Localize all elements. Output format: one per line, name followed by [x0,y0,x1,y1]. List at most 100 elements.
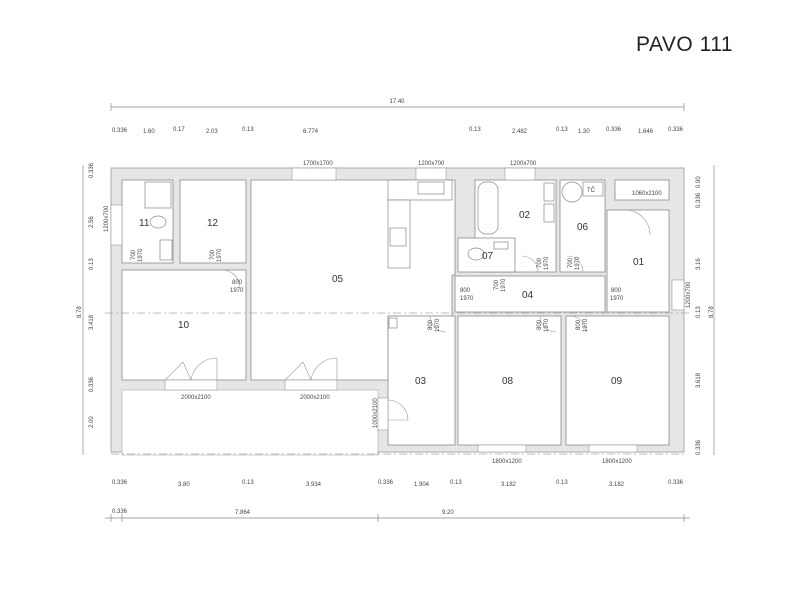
toilet-icon [467,247,485,261]
kitchen-sink-icon [417,181,445,195]
door-size: 1970 [138,248,144,262]
dim: 0.13 [556,480,568,486]
dim: 3.16 [696,258,702,270]
sink-icon [543,203,555,223]
window-label: 1200x700 [418,161,445,167]
door-label: 1060x2100 [632,191,662,197]
plan-title: PAVO 111 [636,33,733,56]
heat-pump-box [582,181,604,197]
fixtures: TČ [144,179,604,329]
dim: 1.646 [638,129,654,135]
sink-icon [159,239,173,261]
dim: 3.418 [89,314,95,330]
door-size: 700 [494,279,500,290]
door-size: 1970 [610,296,624,302]
washer-icon [561,181,583,203]
room-labels: 11 12 10 05 02 07 06 04 01 03 08 09 [139,210,645,387]
bottom-dimension: 0.336 3.80 0.13 3.934 0.336 1.904 0.13 3… [105,480,690,522]
dim: 0.13 [89,258,95,270]
dim: 2.03 [206,129,218,135]
door-size: 1970 [230,288,244,294]
room-label-04: 04 [522,290,534,301]
dim: 0.13 [469,127,481,133]
dim: 0.336 [89,162,95,178]
dim: 2.00 [89,416,95,428]
door-size: 1970 [217,248,223,262]
door-size: 700 [537,257,543,268]
room-label-08: 08 [502,376,514,387]
door-label: 2000x2100 [300,395,330,401]
dim: 0.336 [696,192,702,208]
door-label: 2000x2100 [181,395,211,401]
window-label: 1800x1200 [602,459,632,465]
door-size: 800 [537,319,543,330]
room-label-10: 10 [178,320,190,331]
door-size: 1970 [575,256,581,270]
left-dimension: 8.78 0.336 2.56 0.13 3.418 0.336 2.00 [77,162,95,455]
door-size: 800 [428,319,434,330]
door-size: 800 [232,280,243,286]
dim: 0.13 [556,127,568,133]
room-10 [121,269,247,381]
dim: 0.336 [606,127,622,133]
window-label: 1200x700 [104,205,110,232]
door-size: 1970 [544,318,550,332]
dim: 0.336 [112,128,128,134]
window-label: 1800x1200 [492,459,522,465]
dim: 3.618 [696,372,702,388]
dim: 0.336 [112,509,128,515]
door-size: 800 [576,319,582,330]
dim: 0.336 [112,480,128,486]
dim: 3.182 [501,482,517,488]
dim: 0.13 [450,480,462,486]
room-label-11: 11 [139,218,150,229]
door-size: 700 [568,257,574,268]
sink-icon [493,241,509,250]
dim: 0.13 [242,480,254,486]
dim: 3.934 [306,482,322,488]
window-label: 1200x700 [510,161,537,167]
dim: 0.336 [668,127,684,133]
dim: 0.336 [89,376,95,392]
shower-icon [144,181,172,209]
room-label-12: 12 [207,218,219,229]
room-08 [457,315,562,446]
dim: 1.60 [143,129,155,135]
sink-icon [543,182,555,202]
dim: 0.13 [242,127,254,133]
bathtub-icon [477,181,499,235]
meter-icon [388,317,398,329]
dim: 0.17 [173,127,185,133]
door-size: 1970 [501,278,507,292]
dim: 9.20 [442,510,454,516]
door-size: 1970 [544,256,550,270]
door-size: 700 [210,249,216,260]
toilet-icon [149,215,167,229]
opening-labels: 1700x1700 1200x700 1200x700 1200x700 120… [104,161,692,465]
terrace [121,389,379,456]
dim: 3.80 [178,482,190,488]
window-label: 1200x700 [686,281,692,308]
room-label-03: 03 [415,376,427,387]
room-label-05: 05 [332,274,344,285]
dim: 2.482 [512,129,528,135]
door-size: 1970 [435,318,441,332]
dim: 0.90 [696,176,702,188]
room-label-02: 02 [519,210,531,221]
dim: 3.182 [609,482,625,488]
dim: 8.78 [709,306,715,318]
door-label: 1000x2100 [373,398,379,428]
room-label-07: 07 [482,251,494,262]
dim: 1.30 [578,129,590,135]
dim-total-top: 17.40 [389,99,405,105]
dim: 1.904 [414,482,430,488]
room-09 [565,315,670,446]
room-04 [454,275,606,313]
dim: 8.78 [77,306,83,318]
windows [110,167,685,453]
door-size: 700 [131,249,137,260]
room-label-09: 09 [611,376,623,387]
doors [164,209,651,421]
dim: 2.56 [89,216,95,228]
top-dimension: 17.40 0.336 1.60 0.17 2.03 0.13 6.774 0.… [110,99,685,135]
